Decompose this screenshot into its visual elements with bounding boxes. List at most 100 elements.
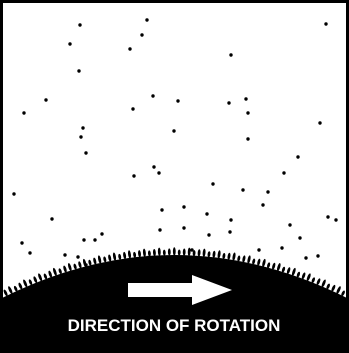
drum-bristle xyxy=(262,258,266,268)
dust-particle xyxy=(324,22,328,26)
dust-particle xyxy=(207,233,211,237)
drum-bristle xyxy=(257,258,261,266)
drum-bristles xyxy=(3,247,345,297)
dust-particle xyxy=(241,188,245,192)
dust-particle xyxy=(50,217,54,221)
dust-particle xyxy=(176,99,180,103)
dust-particle xyxy=(152,165,156,169)
drum-bristle xyxy=(232,252,236,261)
drum-bristle xyxy=(3,289,8,297)
drum-bristle xyxy=(103,256,107,263)
dust-particle xyxy=(132,174,136,178)
dust-particle xyxy=(257,248,261,252)
dust-particle xyxy=(158,228,162,232)
drum-bristle xyxy=(167,248,171,256)
drum-bristle xyxy=(58,268,62,275)
drum-bristle xyxy=(93,257,97,265)
dust-particle xyxy=(157,171,161,175)
drum-bristle xyxy=(311,277,316,284)
dust-particle xyxy=(100,232,104,236)
drum-bristle xyxy=(138,250,141,258)
dust-particle xyxy=(246,137,250,141)
drum-bristle xyxy=(247,255,251,264)
drum-bristle xyxy=(326,283,330,290)
dust-particle xyxy=(151,94,155,98)
drum-bristle xyxy=(118,253,122,260)
dust-particle xyxy=(334,218,338,222)
drum-bristle xyxy=(222,253,226,259)
drum-bristle xyxy=(321,279,326,288)
dust-particle xyxy=(229,53,233,57)
drum-bristle xyxy=(187,247,191,256)
dust-particle xyxy=(211,182,215,186)
dust-particle xyxy=(78,23,82,27)
drum-bristle xyxy=(172,247,176,256)
dust-particle xyxy=(22,111,26,115)
drum-bristle xyxy=(8,286,13,294)
drum-bristle xyxy=(197,249,201,257)
dust-particle xyxy=(76,255,80,259)
drum-bristle xyxy=(217,250,221,259)
dust-particle xyxy=(81,126,85,130)
drum-bristle xyxy=(13,285,18,292)
dust-particle xyxy=(44,98,48,102)
drum-bristle xyxy=(33,276,38,284)
drum-bristle xyxy=(133,251,137,258)
dust-particle xyxy=(304,256,308,260)
drum-bristle xyxy=(192,250,196,257)
drum-bristle xyxy=(301,272,306,280)
drum-bristle xyxy=(331,284,336,292)
dust-particle xyxy=(227,101,231,105)
rotation-caption: DIRECTION OF ROTATION xyxy=(68,316,281,335)
drum-bristle xyxy=(212,250,216,258)
dust-particle xyxy=(205,212,209,216)
drum-bristle xyxy=(277,263,281,272)
drum-bristle xyxy=(157,247,161,256)
dust-particle xyxy=(82,238,86,242)
drum-bristle xyxy=(272,262,276,270)
dust-particle xyxy=(266,190,270,194)
drum-bristle xyxy=(43,273,48,280)
drum-bristle xyxy=(152,249,156,257)
drum-bristle xyxy=(207,251,211,258)
dust-particle xyxy=(318,121,322,125)
drum-bristle xyxy=(336,286,341,294)
dust-particle xyxy=(229,218,233,222)
dust-particle xyxy=(93,238,97,242)
drum-bristle xyxy=(177,249,181,256)
dust-particle xyxy=(316,254,320,258)
drum-bristle xyxy=(63,265,67,273)
drum-bristle xyxy=(123,251,127,260)
dust-particle xyxy=(28,251,32,255)
dust-particle xyxy=(128,47,132,51)
dust-particle xyxy=(261,203,265,207)
drum-bristle xyxy=(306,273,311,282)
drum-bristle xyxy=(147,250,151,257)
dust-particle xyxy=(140,33,144,37)
drum-bristle xyxy=(242,255,246,263)
drum-bristle xyxy=(162,249,166,256)
dust-particle xyxy=(131,107,135,111)
dust-particle xyxy=(68,42,72,46)
dust-particle xyxy=(20,241,24,245)
dust-particle xyxy=(190,248,194,252)
dust-particle xyxy=(182,205,186,209)
drum-bristle xyxy=(82,258,87,268)
dust-particle xyxy=(145,18,149,22)
drum-bristle xyxy=(281,266,286,273)
arrow-right-icon xyxy=(128,275,232,305)
dust-particle xyxy=(172,129,176,133)
drum-bristle xyxy=(316,278,321,286)
dust-particle xyxy=(12,192,16,196)
drum-bristle xyxy=(341,290,345,297)
drum-bristle xyxy=(296,271,301,278)
drum-bristle xyxy=(252,258,256,265)
dust-particle xyxy=(182,226,186,230)
dust-particle xyxy=(298,236,302,240)
dust-particle xyxy=(326,215,330,219)
drum-bristle xyxy=(53,267,57,276)
drum-bristle xyxy=(227,252,231,260)
drum-bristle xyxy=(237,255,241,262)
drum-bristle xyxy=(88,259,92,266)
